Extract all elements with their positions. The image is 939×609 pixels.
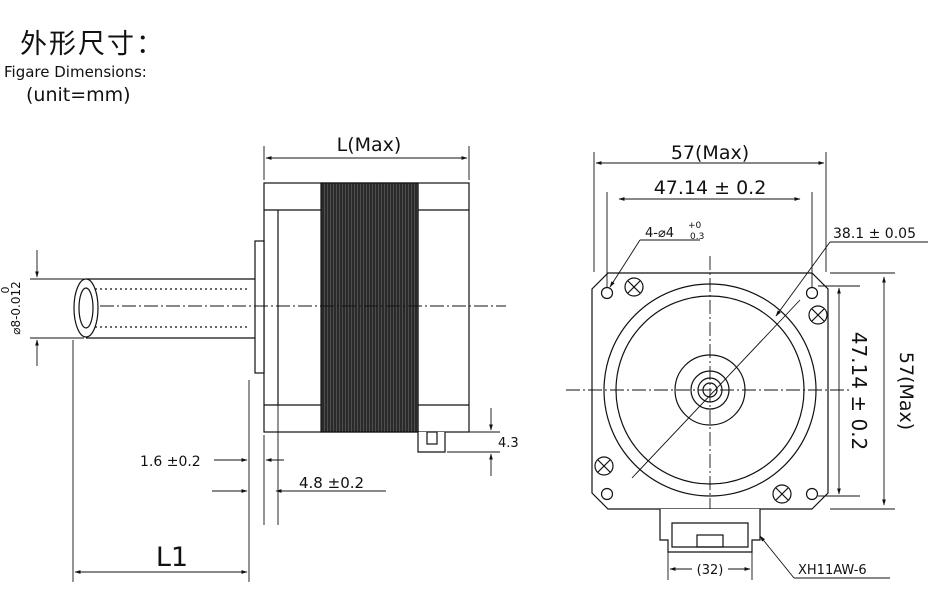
side-view: [30, 146, 506, 582]
unit-label: (unit=mm): [26, 84, 131, 106]
mounting-hole-tolerance-lower: 0.3: [690, 232, 704, 242]
connector-width-label: (32): [697, 563, 724, 578]
screw-tr: [808, 305, 828, 325]
stator-laminations: [320, 182, 419, 433]
front-connector: [659, 509, 761, 553]
pilot-diameter-label: 38.1 ± 0.05: [833, 226, 916, 242]
connector-height-label: 4.3: [498, 436, 519, 451]
shaft-diameter-label: ⌀8-0.012: [9, 281, 23, 335]
screw-br: [772, 484, 792, 504]
front-view: [566, 152, 928, 580]
length-label: L(Max): [337, 134, 402, 156]
mounting-hole-tolerance-upper: +0: [688, 221, 702, 231]
shaft-end: [73, 278, 99, 338]
mounting-hole-tl: [600, 286, 614, 300]
title-english: Figare Dimensions:: [4, 63, 147, 81]
flange-thickness-label: 4.8 ±0.2: [299, 474, 364, 492]
mounting-hole-br: [805, 487, 819, 501]
connector-model-label: XH11AW-6: [798, 563, 867, 578]
mounting-hole-tr: [805, 286, 819, 300]
screw-bl: [594, 456, 614, 476]
mounting-hole-bl: [600, 487, 614, 501]
side-connector: [417, 432, 446, 453]
shaft-length-label: L1: [156, 542, 188, 573]
screw-tl: [624, 277, 644, 297]
front-width-label: 57(Max): [671, 142, 749, 164]
front-boss: [254, 240, 265, 374]
shaft-diameter-tolerance: 0: [0, 287, 12, 294]
front-hole-pitch-label: 47.14 ± 0.2: [654, 177, 767, 199]
title-chinese: 外形尺寸：: [20, 29, 165, 60]
boss-thickness-label: 1.6 ±0.2: [140, 454, 201, 470]
mounting-hole-label: 4-⌀4: [645, 226, 674, 241]
front-height-label: 57(Max): [895, 352, 917, 430]
front-vertical-pitch-label: 47.14 ± 0.2: [847, 332, 871, 451]
